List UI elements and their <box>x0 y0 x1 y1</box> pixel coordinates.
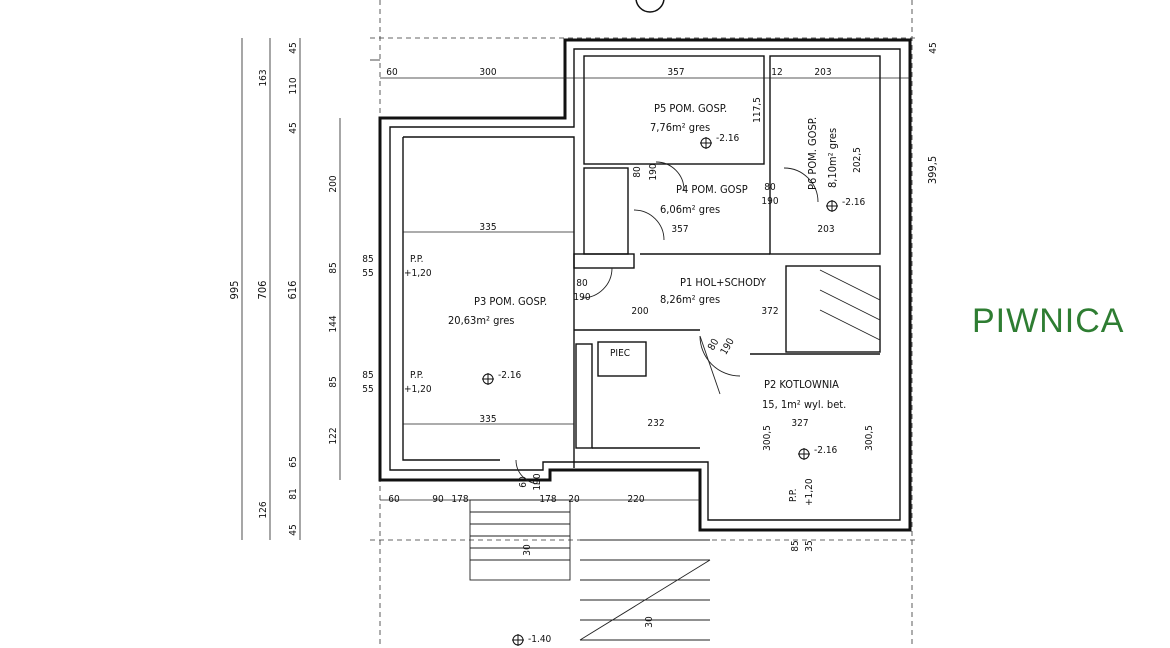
dimension-lines <box>241 38 910 540</box>
win-85-b: 85 <box>362 370 373 381</box>
room-p2-title: P2 KOTLOWNIA <box>764 378 839 391</box>
dim-left-mid: 706 <box>256 281 269 300</box>
room-p4: P4 POM. GOSP 6,06m² gres <box>660 183 748 216</box>
dim-left-segment: 65 <box>288 456 299 467</box>
door-190-a: 190 <box>761 196 778 207</box>
dim-left-segment: 45 <box>288 122 299 133</box>
dim-220: 220 <box>627 494 644 505</box>
room-p3-title: P3 POM. GOSP. <box>474 295 547 308</box>
piec-label: PIEC <box>610 348 630 359</box>
dim-left-segment: 85 <box>328 376 339 387</box>
dim-top-357: 357 <box>667 67 684 78</box>
dim-178-b: 178 <box>451 494 468 505</box>
pp-val-a: +1,20 <box>404 268 432 279</box>
dim-300-5-b: 300,5 <box>864 425 875 451</box>
dim-right: 399,5 <box>926 156 939 184</box>
room-p5: P5 POM. GOSP. 7,76m² gres <box>650 102 727 134</box>
dim-335-a: 335 <box>479 222 496 233</box>
dim-left-segment: 122 <box>328 427 339 444</box>
stairs <box>469 269 881 641</box>
level-p3: -2.16 <box>498 370 522 381</box>
north-arrow-icon <box>635 0 665 13</box>
win-55-b: 55 <box>362 384 373 395</box>
win-55-a: 55 <box>362 268 373 279</box>
dim-60: 60 <box>388 494 400 505</box>
level-p2: -2.16 <box>814 445 838 456</box>
room-p6-area: 8,10m² gres <box>826 128 839 188</box>
dim-top-203: 203 <box>814 67 831 78</box>
pp-label-a: P.P. <box>410 254 423 265</box>
dim-left-segment: 200 <box>328 175 339 192</box>
door-80-b: 80 <box>576 278 588 289</box>
room-p4-area: 6,06m² gres <box>660 203 720 216</box>
dim-357: 357 <box>671 224 688 235</box>
door-60-e: 60 <box>518 476 529 488</box>
pp-label-c: P.P. <box>788 489 799 502</box>
dim-left-segment: 85 <box>328 262 339 273</box>
dim-left-segment: 144 <box>328 315 339 332</box>
door-190-c: 190 <box>648 163 659 180</box>
dim-top-45: 45 <box>928 42 939 53</box>
room-p1-title: P1 HOL+SCHODY <box>680 276 767 289</box>
outer-walls <box>378 38 912 532</box>
dim-372: 372 <box>761 306 778 317</box>
level-out: -1.40 <box>528 634 552 645</box>
pp-val-c: +1,20 <box>804 478 815 506</box>
dim-left-segment: 45 <box>288 42 299 53</box>
room-p5-area: 7,76m² gres <box>650 121 710 134</box>
stair-30-b: 30 <box>644 616 655 628</box>
level-p5: -2.16 <box>716 133 740 144</box>
door-80-a: 80 <box>764 182 776 193</box>
door-80-d: 80 <box>706 337 721 353</box>
room-p5-title: P5 POM. GOSP. <box>654 102 727 115</box>
door-swings <box>515 161 819 485</box>
pp-val-b: +1,20 <box>404 384 432 395</box>
dim-top-300: 300 <box>479 67 496 78</box>
room-p4-title: P4 POM. GOSP <box>676 183 748 196</box>
dim-178-a: 178 <box>539 494 556 505</box>
dim-left-segment: 45 <box>288 524 299 535</box>
dim-203: 203 <box>817 224 834 235</box>
window-labels: P.P. +1,20 P.P. +1,20 P.P. +1,20 <box>404 254 815 506</box>
level-p6: -2.16 <box>842 197 866 208</box>
dim-left-total: 995 <box>228 281 241 300</box>
room-p2-area: 15, 1m² wyl. bet. <box>762 398 846 411</box>
plan-title: PIWNICA <box>972 302 1125 340</box>
room-p3-area: 20,63m² gres <box>448 314 514 327</box>
door-190-d: 190 <box>719 336 737 357</box>
dim-left-inner: 616 <box>286 281 299 300</box>
dim-left-segment: 81 <box>288 488 299 499</box>
pp-label-b: P.P. <box>410 370 423 381</box>
dim-202-5: 202,5 <box>852 147 863 173</box>
stair-30: 30 <box>522 544 533 556</box>
dim-117-5: 117,5 <box>752 97 763 123</box>
dim-left-segment: 126 <box>258 501 269 518</box>
dim-left-segment: 110 <box>288 77 299 94</box>
win-35-c: 35 <box>804 540 815 551</box>
dim-327: 327 <box>791 418 808 429</box>
room-p6: P6 POM. GOSP. 8,10m² gres <box>806 117 839 190</box>
dim-200: 200 <box>631 306 648 317</box>
dim-90: 90 <box>432 494 444 505</box>
level-markers: -2.16 -2.16 -2.16 -2.16 -1.40 <box>482 133 866 646</box>
dim-300-5-a: 300,5 <box>762 425 773 451</box>
door-190-b: 190 <box>573 292 590 303</box>
dim-left-segment: 163 <box>258 69 269 86</box>
door-190-e: 190 <box>532 473 543 490</box>
room-p2: P2 KOTLOWNIA 15, 1m² wyl. bet. <box>762 378 846 411</box>
room-p1: P1 HOL+SCHODY 8,26m² gres <box>660 276 767 306</box>
dim-335-b: 335 <box>479 414 496 425</box>
win-85-a: 85 <box>362 254 373 265</box>
room-p3: P3 POM. GOSP. 20,63m² gres <box>448 295 547 327</box>
dim-20: 20 <box>568 494 580 505</box>
room-p1-area: 8,26m² gres <box>660 293 720 306</box>
door-80-c: 80 <box>632 166 643 178</box>
room-p6-title: P6 POM. GOSP. <box>806 117 819 190</box>
dim-top-12: 12 <box>771 67 782 78</box>
dim-top-60: 60 <box>386 67 398 78</box>
win-85-c: 85 <box>790 540 801 551</box>
dim-232: 232 <box>647 418 664 429</box>
interior-walls <box>573 55 881 449</box>
